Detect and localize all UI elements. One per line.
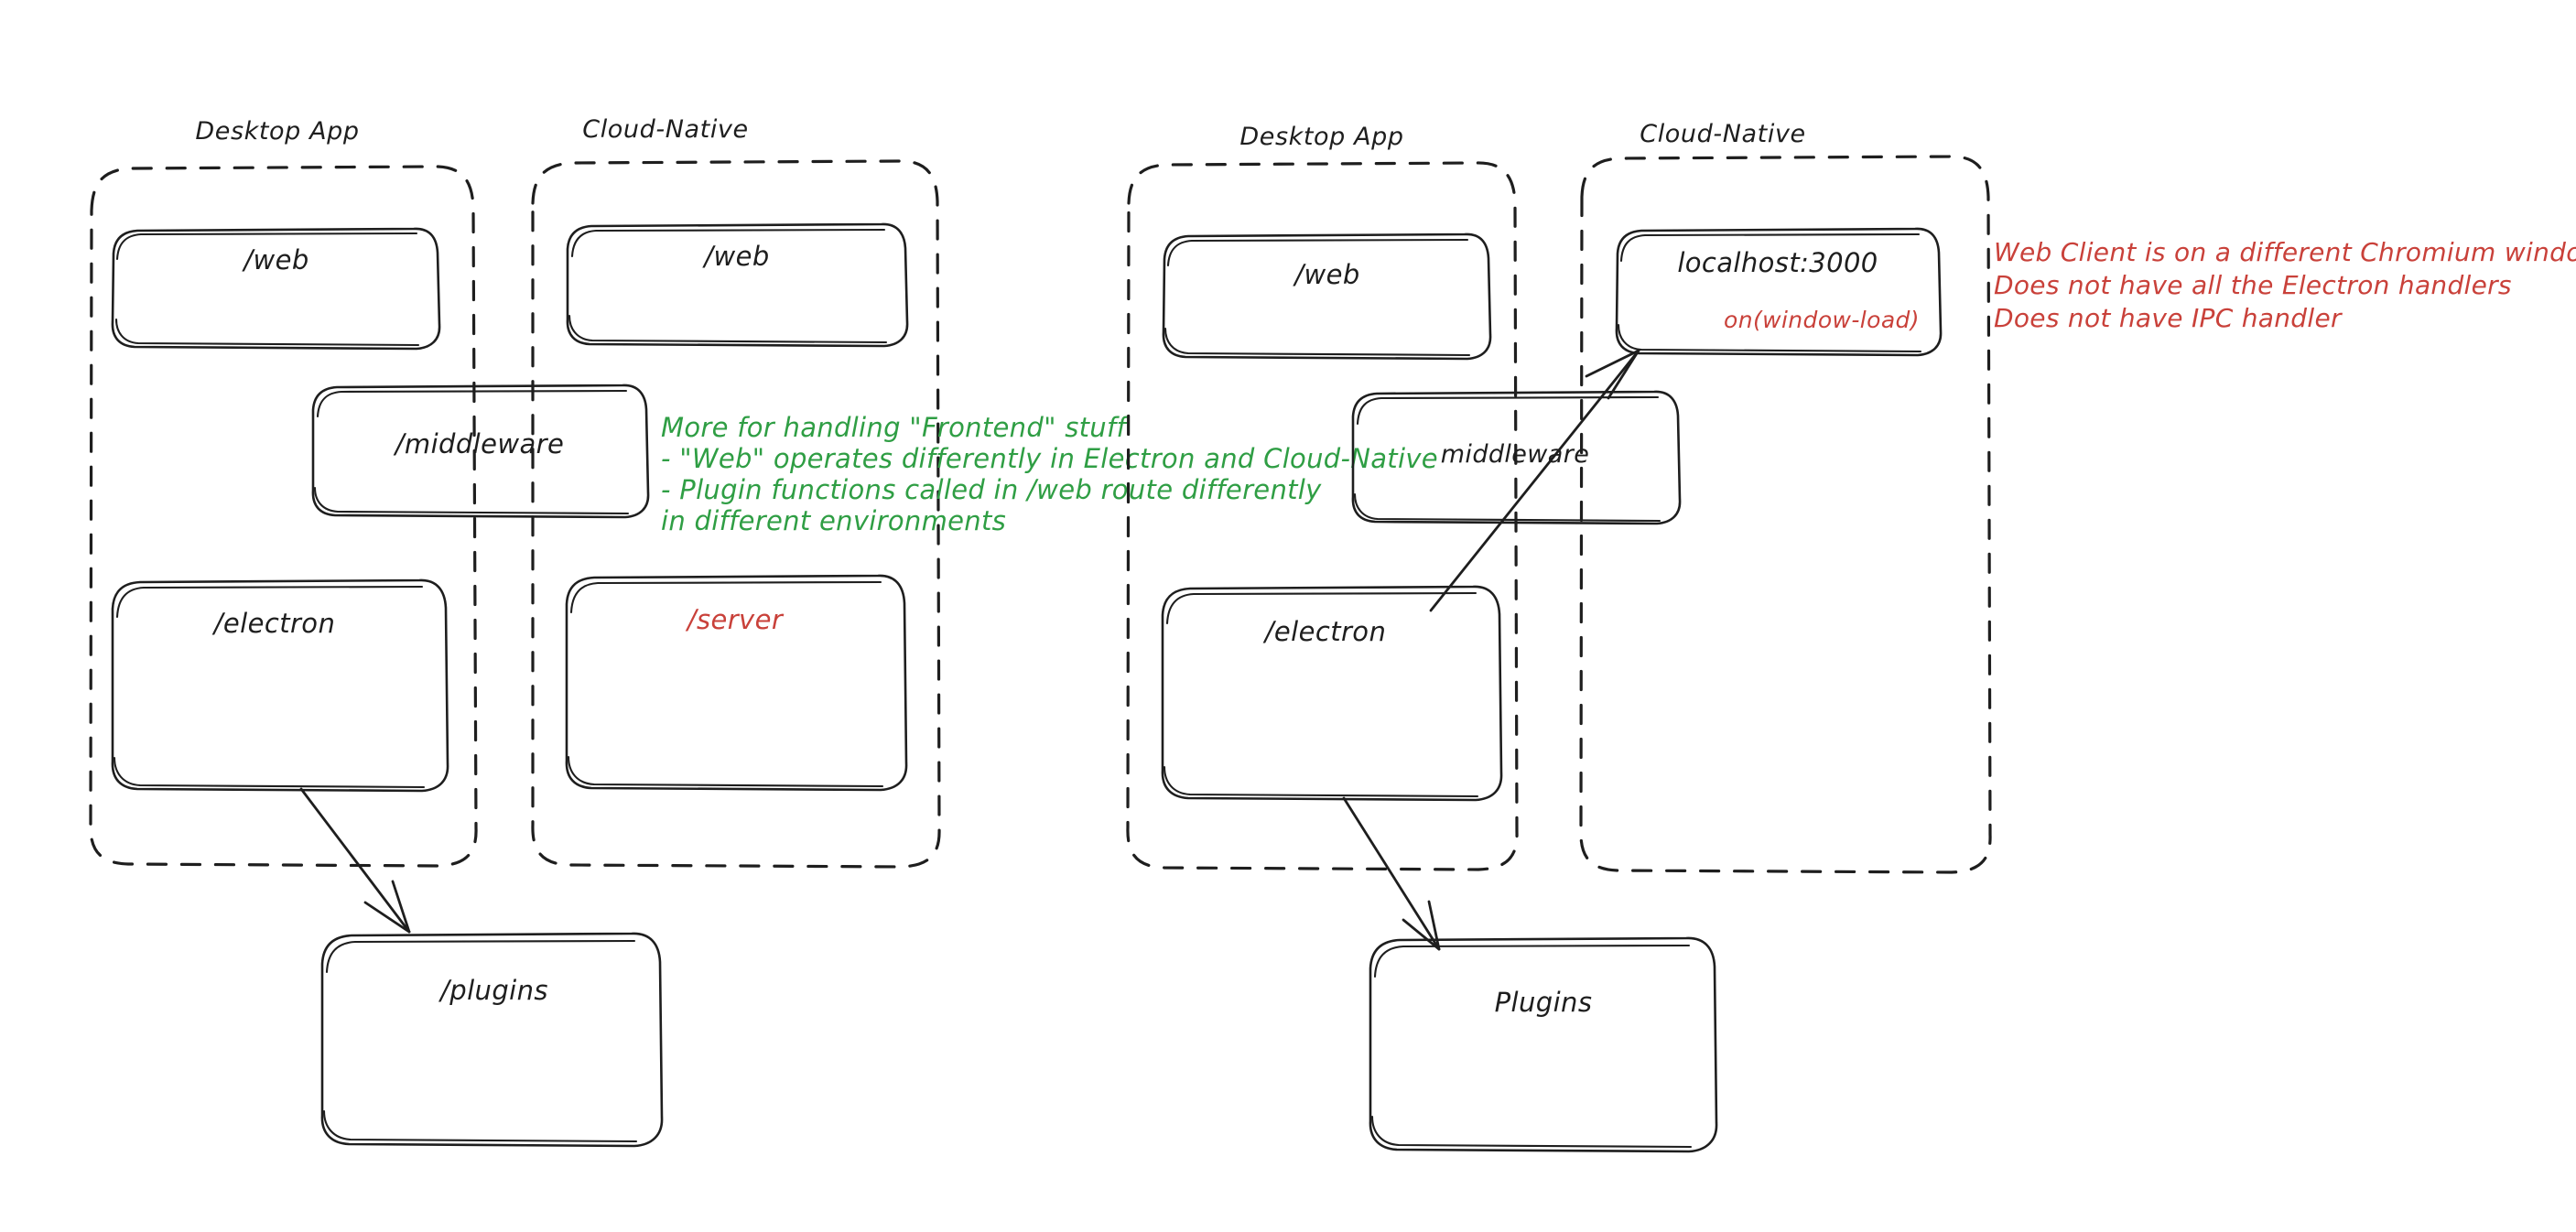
node-shape-overdraw [313, 389, 630, 515]
group-right-cloud-native: Cloud-Native [1579, 120, 1992, 874]
dashed-border [531, 159, 941, 869]
node-left-cloud-web[interactable]: /web [566, 222, 909, 348]
node-shape-overdraw [1163, 591, 1479, 798]
group-left-desktop-app: Desktop App [89, 117, 478, 868]
node-shape [311, 384, 650, 519]
node-shape [1369, 936, 1718, 1153]
node-label: Plugins [1495, 987, 1593, 1018]
group-label-right-desktop-app: Desktop App [1239, 123, 1403, 151]
group-label-right-cloud-native: Cloud-Native [1640, 120, 1806, 148]
node-left-electron[interactable]: /electron [111, 578, 449, 793]
arrow-shaft [299, 787, 411, 934]
node-shape [111, 578, 449, 793]
node-shape-overdraw [1370, 944, 1693, 1149]
node-label: /server [685, 604, 785, 635]
node-shape [111, 227, 441, 351]
node-shape [566, 222, 909, 348]
node-shape-overdraw [1353, 395, 1661, 523]
annotation-red: Web Client is on a different Chromium wi… [1994, 237, 2576, 333]
group-label-left-desktop-app: Desktop App [195, 117, 359, 146]
annotation-green-line-2: - "Web" operates differently in Electron… [661, 443, 1438, 474]
node-shape-overdraw [1164, 238, 1471, 357]
node-shape-overdraw [568, 228, 888, 344]
annotation-red-line-1: Web Client is on a different Chromium wi… [1994, 237, 2576, 267]
node-label: localhost:3000 [1677, 247, 1878, 278]
node-label: middleware [1441, 440, 1590, 469]
group-label-left-cloud-native: Cloud-Native [582, 115, 749, 144]
node-shape-overdraw [114, 232, 420, 347]
annotation-green-line-1: More for handling "Frontend" stuff [661, 412, 1129, 443]
node-label: /web [241, 244, 308, 276]
annotation-green-line-3: - Plugin functions called in /web route … [661, 474, 1322, 505]
node-shape-overdraw [322, 939, 638, 1143]
node-right-electron[interactable]: /electron [1161, 585, 1503, 802]
node-shape [320, 932, 664, 1148]
node-right-middleware[interactable]: middleware [1351, 390, 1682, 525]
node-left-desktop-web[interactable]: /web [111, 227, 441, 351]
node-shape [1162, 232, 1492, 361]
arrow-head-left [363, 901, 411, 934]
node-shape-overdraw [1617, 232, 1922, 353]
node-label: /electron [1262, 616, 1386, 647]
arrow-head-left [1585, 349, 1640, 378]
dashed-border [1579, 155, 1992, 874]
group-left-cloud-native: Cloud-Native [531, 115, 941, 869]
group-right-desktop-app: Desktop App [1126, 123, 1519, 871]
node-left-plugins[interactable]: /plugins [320, 932, 664, 1148]
edge-right-electron-to-localhost [1429, 349, 1640, 612]
node-shape-overdraw [567, 580, 884, 788]
annotation-red-line-3: Does not have IPC handler [1994, 303, 2343, 333]
dashed-border [1126, 161, 1519, 871]
arrow-head-right [1607, 349, 1640, 400]
node-shape [565, 574, 908, 792]
node-label: /middleware [393, 428, 564, 459]
edge-right-electron-to-plugins [1342, 796, 1441, 951]
node-shape [1615, 227, 1943, 357]
node-right-plugins[interactable]: Plugins [1369, 936, 1718, 1153]
arrow-shaft [1342, 796, 1441, 951]
node-label: /plugins [438, 975, 548, 1006]
node-right-desktop-web[interactable]: /web [1162, 232, 1492, 361]
node-sublabel: on(window-load) [1724, 307, 1920, 333]
node-label: /electron [211, 608, 335, 639]
node-left-middleware[interactable]: /middleware [311, 384, 650, 519]
arrow-head-right [1427, 900, 1441, 951]
node-shape [1351, 390, 1682, 525]
node-shape [1161, 585, 1503, 802]
arrow-shaft [1429, 349, 1640, 612]
arrow-head-left [1402, 918, 1441, 951]
node-label: /web [1292, 259, 1359, 290]
dashed-border [89, 165, 478, 868]
annotation-green-line-4: in different environments [661, 505, 1006, 536]
node-shape-overdraw [113, 585, 426, 789]
edge-left-electron-to-plugins [299, 787, 411, 934]
annotation-red-line-2: Does not have all the Electron handlers [1994, 270, 2512, 300]
node-left-server[interactable]: /server [565, 574, 908, 792]
arrow-head-right [391, 880, 411, 934]
annotation-green: More for handling "Frontend" stuff - "We… [661, 412, 1438, 536]
node-label: /web [701, 241, 769, 272]
node-right-localhost[interactable]: localhost:3000 on(window-load) [1615, 227, 1943, 357]
